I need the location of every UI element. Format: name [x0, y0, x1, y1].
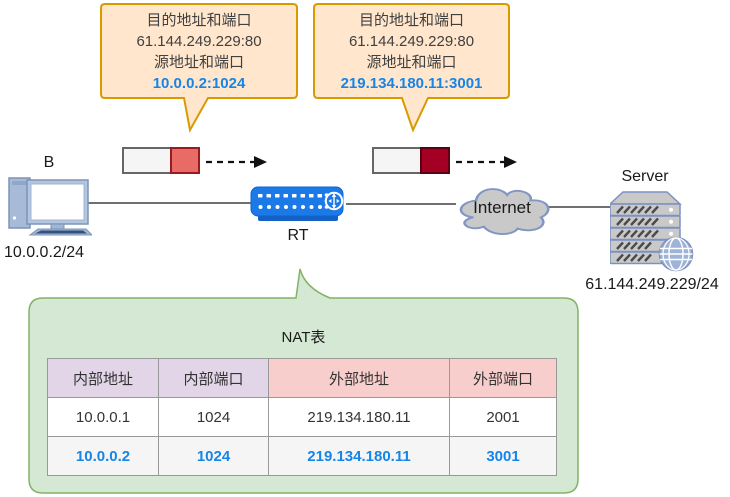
cell-internal-port: 1024 [158, 397, 269, 437]
cell-external-address: 219.134.180.11 [268, 436, 450, 476]
table-row-highlighted: 10.0.0.2 1024 219.134.180.11 3001 [47, 436, 557, 476]
src-label: 源地址和端口 [153, 54, 244, 71]
server-address: 61.144.249.229/24 [585, 276, 719, 293]
server-icon [610, 191, 694, 272]
globe-icon [658, 236, 694, 272]
packet-arrow-right [456, 156, 517, 168]
nat-table: 内部地址 内部端口 外部地址 外部端口 10.0.0.1 1024 219.13… [47, 358, 557, 476]
packet-original-icon [122, 147, 200, 174]
internet-cloud-icon [459, 188, 550, 235]
cell-internal-address: 10.0.0.1 [47, 397, 159, 437]
header-internal-address: 内部地址 [47, 358, 159, 398]
client-label: B [43, 154, 55, 171]
callout-original-packet: 目的地址和端口 61.144.249.229:80 源地址和端口 10.0.0.… [100, 3, 298, 133]
src-value: 219.134.180.11:3001 [340, 75, 483, 92]
dest-value: 61.144.249.229:80 [348, 33, 475, 50]
packet-payload [372, 147, 422, 174]
cell-external-address: 219.134.180.11 [268, 397, 450, 437]
table-row: 10.0.0.1 1024 219.134.180.11 2001 [47, 397, 557, 437]
header-external-port: 外部端口 [449, 358, 557, 398]
cell-external-port: 2001 [449, 397, 557, 437]
callout-translated-text: 目的地址和端口 61.144.249.229:80 源地址和端口 219.134… [313, 10, 510, 94]
computer-icon [8, 177, 92, 236]
header-internal-port: 内部端口 [158, 358, 269, 398]
packet-arrow-left [206, 156, 267, 168]
nat-table-title: NAT表 [281, 329, 326, 346]
src-label: 源地址和端口 [366, 54, 457, 71]
packet-header-darkred [420, 147, 450, 174]
dest-label: 目的地址和端口 [358, 12, 464, 29]
cell-internal-address: 10.0.0.2 [47, 436, 159, 476]
packet-header-red [170, 147, 200, 174]
callout-bubble-shape [100, 3, 298, 133]
src-value: 10.0.0.2:1024 [152, 75, 246, 92]
client-address: 10.0.0.2/24 [3, 244, 85, 261]
server-label: Server [621, 168, 669, 185]
header-external-address: 外部地址 [268, 358, 450, 398]
dest-label: 目的地址和端口 [146, 12, 252, 29]
dest-value: 61.144.249.229:80 [136, 33, 262, 50]
callout-original-text: 目的地址和端口 61.144.249.229:80 源地址和端口 10.0.0.… [100, 10, 298, 94]
callout-translated-packet: 目的地址和端口 61.144.249.229:80 源地址和端口 219.134… [313, 3, 510, 133]
router-label: RT [287, 227, 309, 244]
packet-translated-icon [372, 147, 450, 174]
cell-internal-port: 1024 [158, 436, 269, 476]
router-icon [250, 186, 344, 221]
callout-bubble-shape [313, 3, 510, 133]
nat-table-header-row: 内部地址 内部端口 外部地址 外部端口 [47, 358, 557, 398]
cell-external-port: 3001 [449, 436, 557, 476]
packet-payload [122, 147, 172, 174]
internet-label: Internet [473, 198, 531, 217]
